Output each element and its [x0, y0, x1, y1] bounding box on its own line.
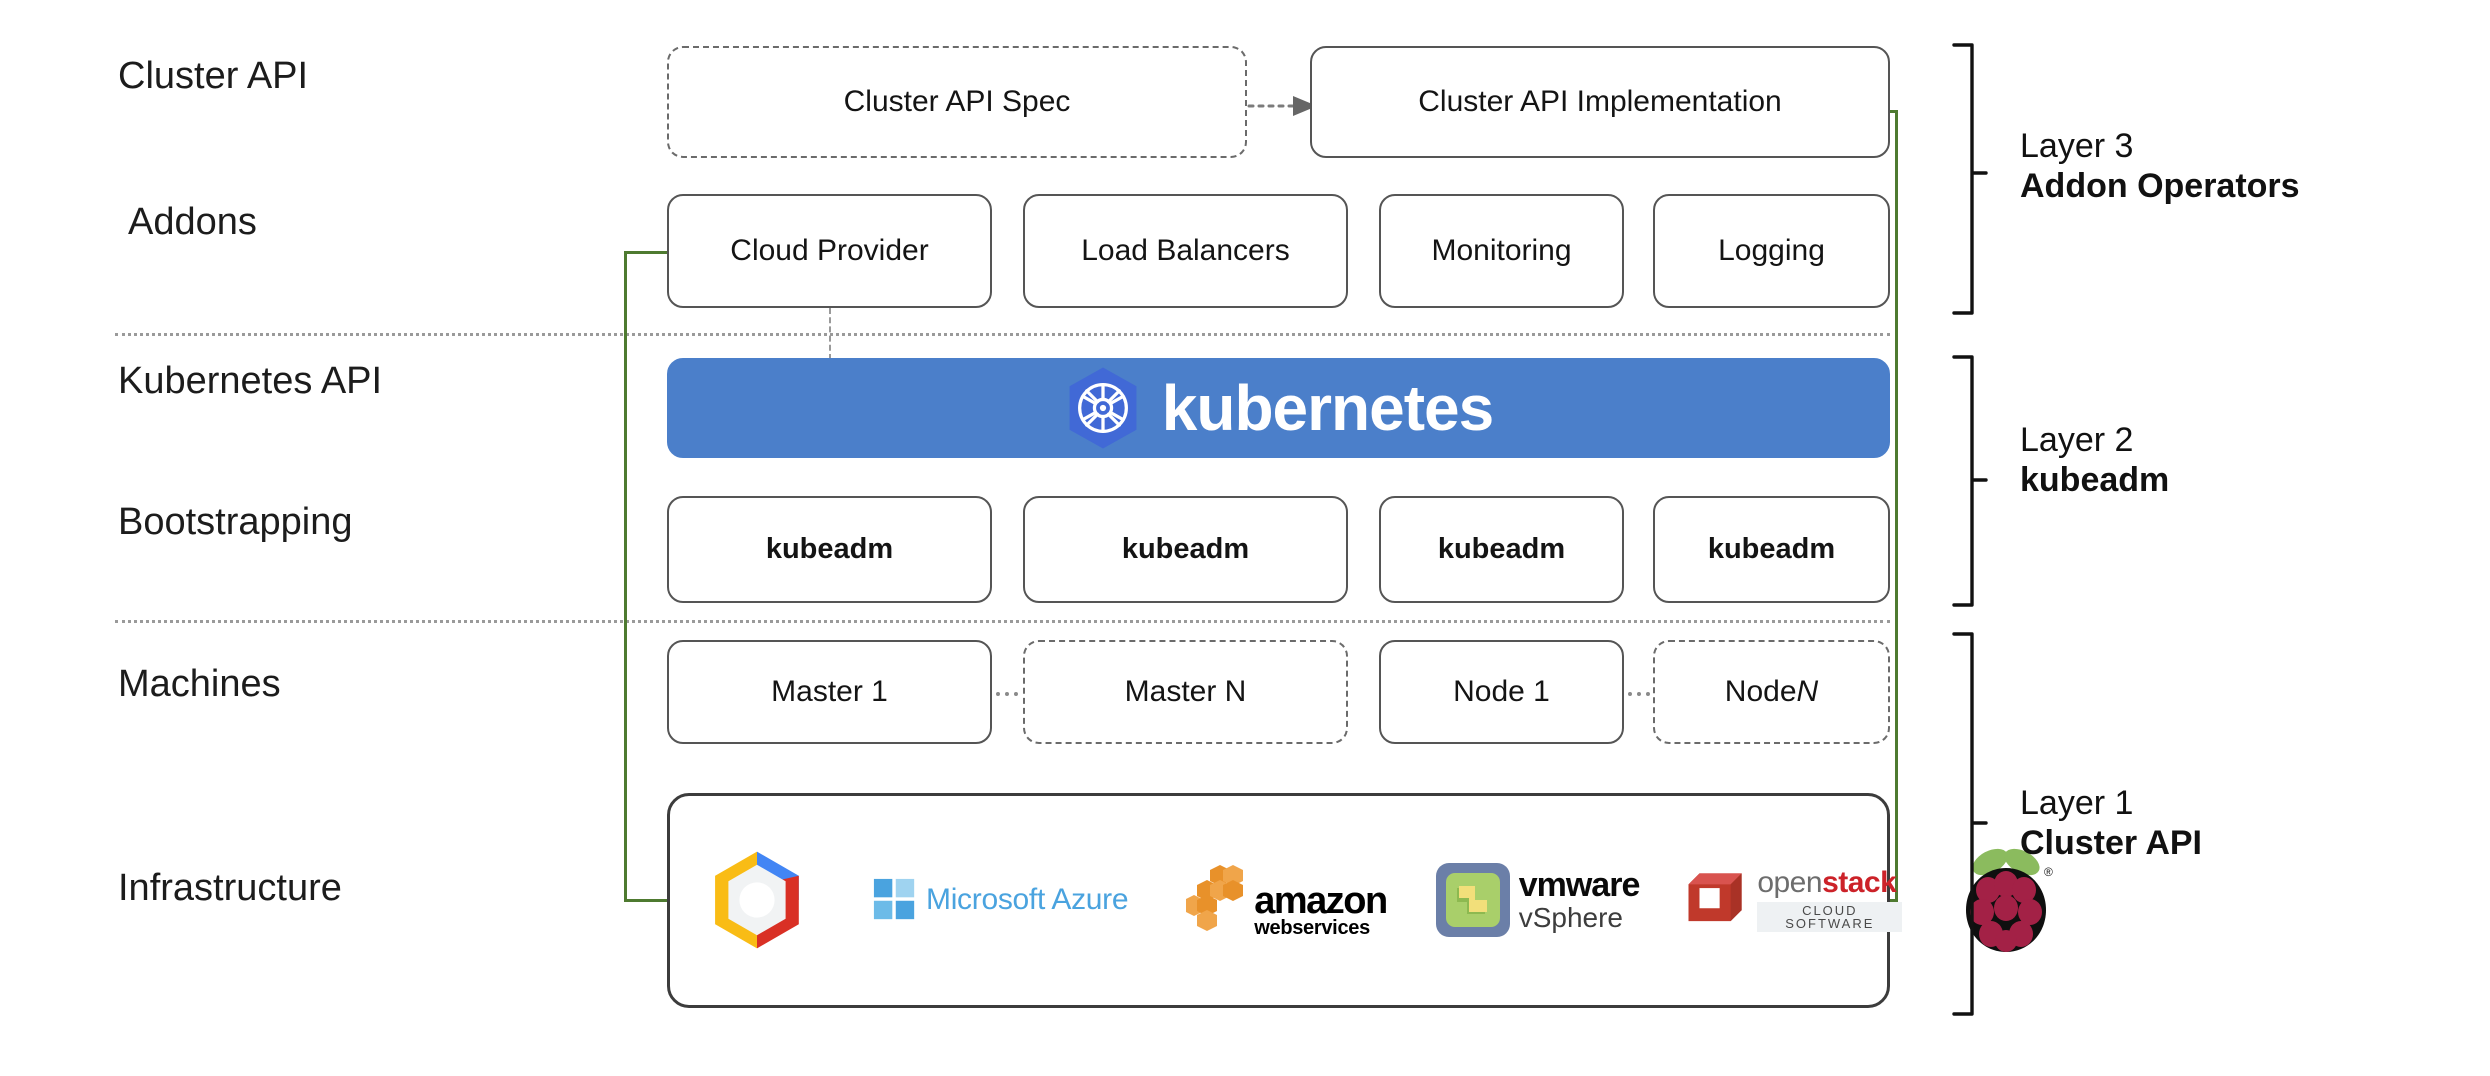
green-path-right-vertical [1895, 110, 1898, 900]
addon-box-logging[interactable]: Logging [1653, 194, 1890, 308]
row-label-bootstrapping: Bootstrapping [118, 501, 353, 543]
cluster-api-implementation-label: Cluster API Implementation [1418, 85, 1782, 118]
row-label-machines: Machines [118, 663, 281, 705]
layer-2-label: Layer 2 kubeadm [2020, 420, 2169, 500]
machine-box-node-n[interactable]: Node N [1653, 640, 1890, 744]
machine-label: Node 1 [1453, 675, 1550, 708]
svg-text:®: ® [2044, 865, 2053, 879]
machine-label: Master N [1124, 675, 1247, 708]
openstack-icon [1688, 873, 1742, 922]
openstack-label-stack: stack [1822, 866, 1897, 899]
bootstrap-label: kubeadm [1707, 533, 1836, 565]
cloud-provider-to-kubernetes-connector [829, 308, 831, 360]
machines-ellipsis-connector-1 [996, 692, 1018, 696]
layer-2-brace [1952, 354, 1992, 613]
bootstrap-box-1[interactable]: kubeadm [667, 496, 992, 603]
layer-2-number: Layer 2 [2020, 421, 2134, 459]
layer-1-name: Cluster API [2020, 824, 2203, 863]
addon-label: Monitoring [1431, 234, 1572, 267]
web-services-label: webservices [1254, 916, 1370, 939]
machine-label: Node [1724, 675, 1797, 708]
bootstrap-label: kubeadm [765, 533, 894, 565]
machine-label: Master 1 [771, 675, 888, 708]
kubernetes-wordmark: kubernetes [1161, 372, 1494, 444]
layer-1-number: Layer 1 [2020, 784, 2134, 822]
row-label-cluster-api: Cluster API [118, 55, 309, 97]
bootstrap-label: kubeadm [1121, 533, 1250, 565]
green-path-left-vertical [624, 251, 627, 901]
bootstrap-box-2[interactable]: kubeadm [1023, 496, 1348, 603]
machine-box-master-n[interactable]: Master N [1023, 640, 1348, 744]
layer-2-name: kubeadm [2020, 461, 2170, 500]
cluster-api-implementation-box[interactable]: Cluster API Implementation [1310, 46, 1890, 158]
addon-box-cloud-provider[interactable]: Cloud Provider [667, 194, 992, 308]
layer-3-brace [1952, 42, 1992, 321]
aws-cubes-icon [1186, 865, 1244, 931]
layer-1-label: Layer 1 Cluster API [2020, 783, 2202, 863]
machine-box-node-1[interactable]: Node 1 [1379, 640, 1624, 744]
row-label-kubernetes-api: Kubernetes API [118, 360, 383, 402]
vsphere-label: vSphere [1518, 902, 1624, 933]
cluster-api-spec-box[interactable]: Cluster API Spec [667, 46, 1247, 158]
row-label-infrastructure: Infrastructure [118, 867, 342, 909]
openstack-tagline: CLOUD SOFTWARE [1757, 902, 1903, 932]
openstack-label: openstack [1757, 868, 1902, 898]
microsoft-azure-label: Microsoft Azure [926, 883, 1129, 916]
machines-ellipsis-connector-2 [1628, 692, 1650, 696]
separator-layer3-layer2 [115, 333, 1890, 336]
cluster-api-spec-label: Cluster API Spec [843, 85, 1071, 118]
layer-3-number: Layer 3 [2020, 127, 2134, 165]
green-path-left-bottom [624, 899, 682, 902]
addon-box-load-balancers[interactable]: Load Balancers [1023, 194, 1348, 308]
bootstrap-label: kubeadm [1437, 533, 1566, 565]
amazon-web-services-logo: amazon webservices [1186, 863, 1388, 939]
addon-label: Cloud Provider [730, 234, 929, 267]
addon-box-monitoring[interactable]: Monitoring [1379, 194, 1624, 308]
openstack-wordmark: openstack CLOUD SOFTWARE [1757, 868, 1903, 932]
aws-wordmark: amazon webservices [1254, 879, 1388, 939]
bootstrap-box-4[interactable]: kubeadm [1653, 496, 1890, 603]
layer-3-label: Layer 3 Addon Operators [2020, 126, 2300, 206]
vmware-label: vmware [1518, 866, 1641, 904]
vmware-vsphere-logo: vmware vSphere [1435, 862, 1640, 938]
layer-1-brace [1952, 631, 1992, 1022]
vsphere-icon [1435, 863, 1510, 937]
infrastructure-provider-logos: Microsoft Azure amazon webservices [690, 840, 2053, 960]
layer-3-name: Addon Operators [2020, 167, 2300, 206]
kubernetes-api-banner: kubernetes [667, 358, 1890, 458]
machine-label-italic-suffix: N [1796, 675, 1819, 708]
addon-label: Logging [1718, 234, 1825, 267]
amazon-label: amazon [1254, 879, 1388, 922]
green-path-addons-stub [624, 251, 668, 254]
microsoft-windows-icon [873, 878, 915, 920]
vmware-wordmark: vmware vSphere [1518, 866, 1641, 933]
infrastructure-box[interactable] [667, 793, 1890, 1008]
google-cloud-platform-icon [702, 841, 812, 959]
separator-layer2-layer1 [115, 620, 1890, 623]
row-label-addons: Addons [128, 201, 257, 243]
bootstrap-box-3[interactable]: kubeadm [1379, 496, 1624, 603]
spec-to-implementation-arrow [1247, 92, 1322, 125]
microsoft-azure-logo: Microsoft Azure [872, 877, 1129, 923]
kubernetes-wheel-icon [1064, 366, 1142, 450]
machine-box-master-1[interactable]: Master 1 [667, 640, 992, 744]
openstack-label-open: open [1757, 866, 1823, 899]
addon-label: Load Balancers [1081, 234, 1290, 267]
raspberry-pi-icon: ® [1958, 844, 2054, 956]
openstack-logo: openstack CLOUD SOFTWARE [1683, 865, 1903, 935]
